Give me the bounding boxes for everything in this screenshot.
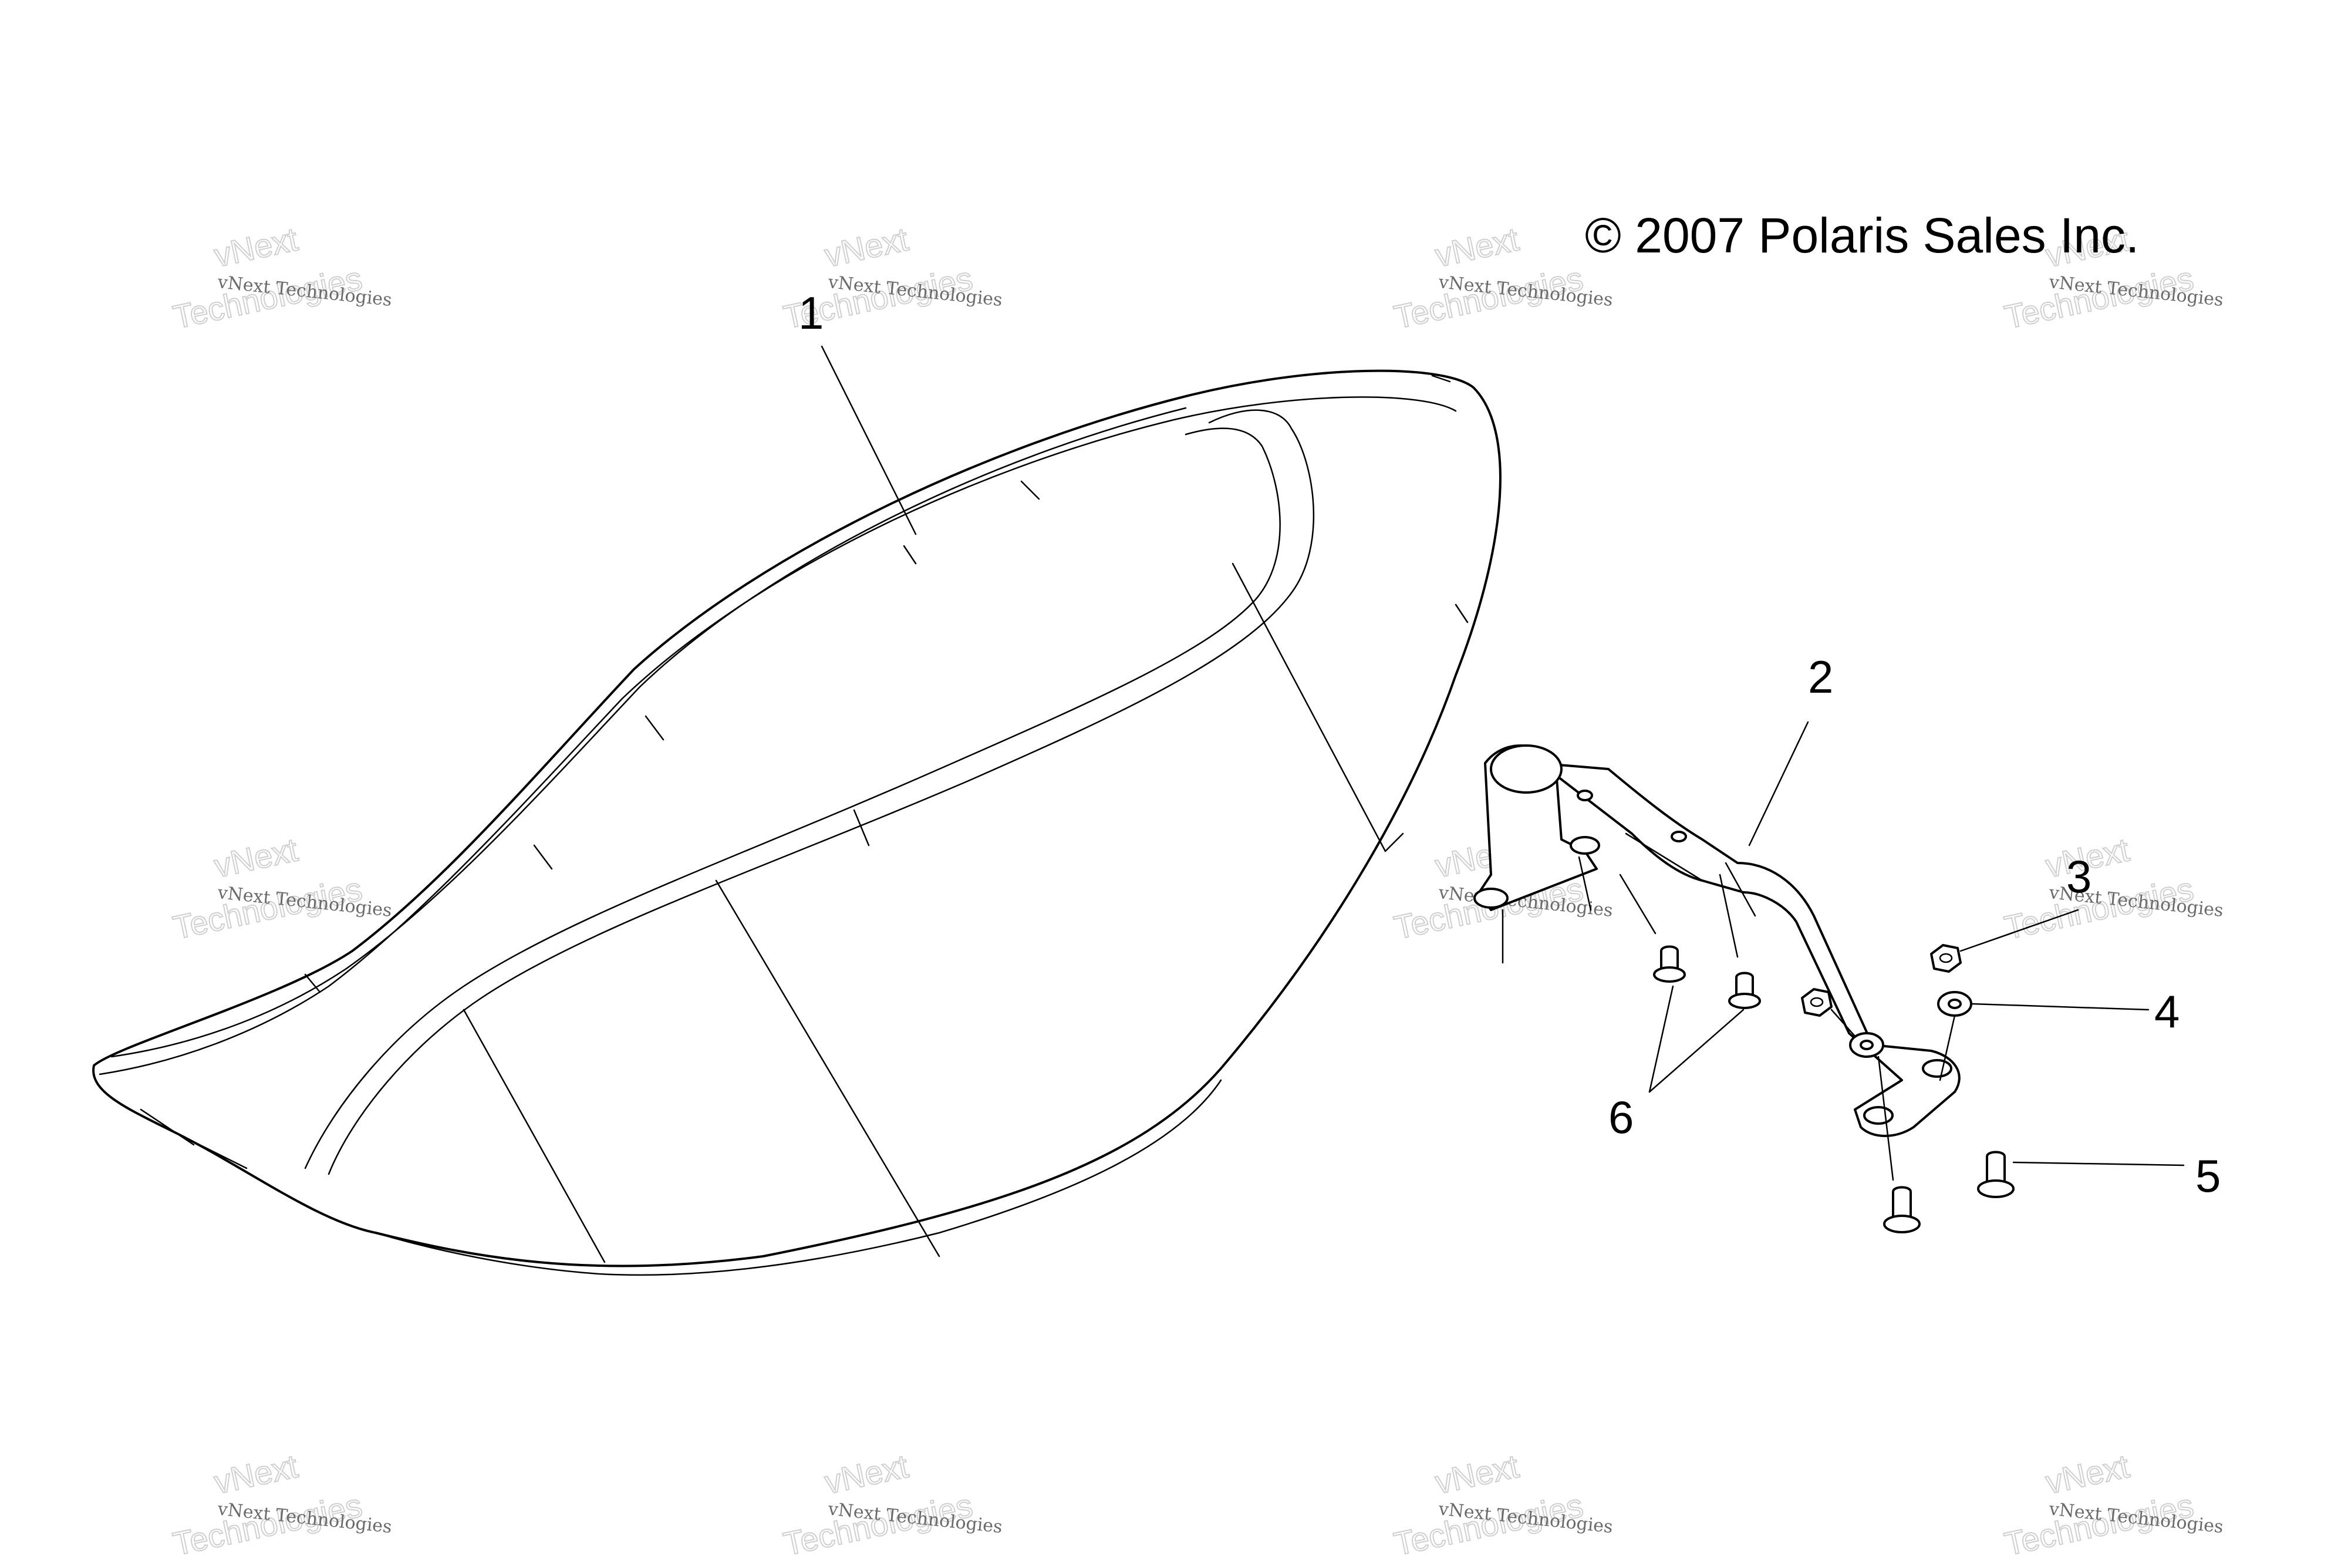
callout-labels: 1 2 3 4 5 6 bbox=[798, 287, 2221, 1202]
watermark-line-vnext: vNext bbox=[211, 831, 301, 884]
watermark-line-vnext: vNext bbox=[1432, 1447, 1522, 1500]
watermark-line-vnext: vNext bbox=[2042, 1447, 2133, 1500]
bolt-icon bbox=[1883, 1186, 1921, 1233]
washer-icon bbox=[1937, 991, 1972, 1017]
watermark-line-vnext: vNext bbox=[211, 1447, 301, 1500]
callout-6: 6 bbox=[1608, 1091, 1634, 1143]
grab-handle-part bbox=[1473, 744, 1961, 1137]
watermark-line-vnext: vNext bbox=[211, 220, 301, 274]
callout-1: 1 bbox=[798, 287, 824, 339]
watermark-line-vnext: vNext bbox=[821, 220, 912, 274]
fasteners bbox=[1653, 944, 2015, 1233]
bolt-icon bbox=[1977, 1151, 2015, 1198]
callout-5: 5 bbox=[2195, 1150, 2221, 1202]
seat-part bbox=[92, 369, 1502, 1276]
watermark-line-vnext: vNext bbox=[821, 1447, 912, 1500]
copyright-notice: © 2007 Polaris Sales Inc. bbox=[1585, 208, 2139, 263]
callout-2: 2 bbox=[1808, 651, 1833, 703]
bolt-icon bbox=[1653, 945, 1686, 983]
nut-icon bbox=[1930, 944, 1962, 973]
watermark-line-vnext: vNext bbox=[1432, 220, 1522, 274]
nut-icon bbox=[1801, 988, 1833, 1017]
bolt-icon bbox=[1728, 972, 1761, 1009]
leader-lines bbox=[821, 345, 2185, 1181]
washer-icon bbox=[1849, 1032, 1884, 1058]
callout-4: 4 bbox=[2154, 986, 2180, 1037]
callout-3: 3 bbox=[2066, 851, 2091, 902]
